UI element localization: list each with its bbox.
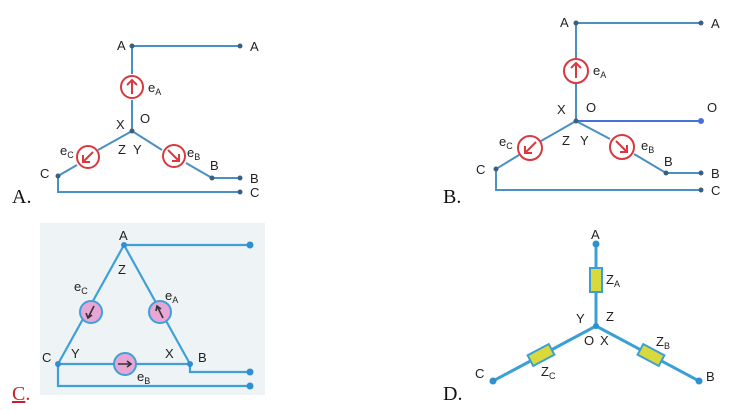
panel-a-emf-a: eA — [148, 80, 161, 97]
panel-d-node-a — [592, 240, 600, 248]
panel-b-label-b: B — [664, 154, 673, 169]
panel-b: A A X O O Z Y C B B C eA eC eB B. — [443, 15, 720, 208]
panel-b-label-a: A — [560, 15, 569, 30]
panel-b-source-b — [609, 134, 635, 160]
panel-a: A A X O Z Y C B B C eA eC eB A. — [12, 38, 259, 208]
panel-b-label-b-end: B — [711, 166, 720, 181]
panel-a-source-a — [120, 75, 144, 99]
option-c-label: C. — [12, 383, 30, 405]
panel-b-label-y: Y — [580, 133, 589, 148]
panel-b-emf-b: eB — [641, 138, 654, 155]
panel-c-node-a-end — [246, 241, 254, 249]
panel-d-node-b — [695, 377, 703, 385]
panel-a-wire-b — [131, 130, 240, 179]
panel-d-label-c: C — [475, 366, 484, 381]
panel-a-label-a: A — [117, 38, 126, 53]
panel-c-source-a — [148, 300, 172, 324]
panel-c-node-b-end — [246, 368, 254, 376]
panel-d-load-c — [526, 342, 556, 368]
panel-a-wire-c — [57, 130, 240, 193]
panel-c-source-c — [79, 300, 103, 324]
panel-d-impedance-c: ZC — [541, 364, 556, 381]
panel-a-label-y: Y — [133, 142, 142, 157]
panel-a-node-b-end — [237, 175, 243, 181]
panel-a-emf-c: eC — [60, 143, 74, 160]
panel-b-node-c — [493, 166, 499, 172]
panel-d-label-o: O — [584, 333, 594, 348]
panel-d-label-b: B — [706, 369, 715, 384]
panel-b-source-c — [517, 135, 543, 161]
panel-b-wire-c — [495, 120, 701, 191]
panel-c-label-c: C — [42, 350, 51, 365]
panel-d-label-x: X — [600, 333, 609, 348]
panel-c-label-y: Y — [71, 346, 80, 361]
panel-a-node-a-end — [237, 43, 243, 49]
panel-b-label-o-end: O — [707, 100, 717, 115]
panel-a-emf-b: eB — [187, 145, 200, 162]
panel-a-source-b — [162, 144, 186, 168]
panel-b-label-c-end: C — [711, 183, 720, 198]
panel-a-label-c: C — [40, 166, 49, 181]
panel-b-node-a-end — [698, 20, 704, 26]
panel-a-node-o — [129, 128, 135, 134]
panel-d: A Y Z O X C B ZA ZC ZB D. — [443, 227, 715, 405]
panel-c-node-b — [187, 361, 193, 367]
panel-b-emf-a: eA — [593, 63, 606, 80]
panel-d-impedance-a: ZA — [606, 272, 620, 289]
option-a-label: A. — [12, 186, 31, 208]
panel-b-source-a — [563, 58, 589, 84]
option-b-label: B. — [443, 186, 461, 208]
panel-c-emf-a: eA — [165, 288, 178, 305]
panel-c-line-c — [56, 364, 250, 388]
panel-a-source-c — [76, 145, 100, 169]
panel-a-label-x: X — [116, 117, 125, 132]
panel-c: A Z C Y X B eC eA eB C. — [12, 223, 265, 405]
panel-b-label-x: X — [557, 102, 566, 117]
panel-c-emf-b: eB — [137, 369, 150, 386]
panel-b-emf-c: eC — [499, 134, 513, 151]
panel-d-label-z: Z — [606, 309, 614, 324]
panel-a-label-o: O — [140, 111, 150, 126]
option-d-label: D. — [443, 383, 462, 405]
panel-a-wire-a — [131, 45, 240, 74]
panel-d-load-b — [636, 342, 666, 368]
panel-b-node-o — [573, 118, 579, 124]
panel-b-node-c-end — [698, 187, 704, 193]
panel-b-label-a-end: A — [711, 16, 720, 31]
panel-c-node-a — [121, 242, 127, 248]
panel-a-label-b-end: B — [250, 171, 259, 186]
panel-a-node-c — [55, 173, 61, 179]
panel-a-label-a-end: A — [250, 39, 259, 54]
panel-b-node-a — [573, 20, 579, 26]
panel-d-load-a — [589, 267, 603, 293]
panel-a-node-b — [209, 175, 215, 181]
panel-b-wire-b — [575, 120, 701, 174]
panel-d-node-c — [489, 377, 497, 385]
panel-a-label-b: B — [210, 158, 219, 173]
panel-a-label-z: Z — [118, 142, 126, 157]
panel-b-label-o: O — [586, 100, 596, 115]
panel-d-label-y: Y — [576, 311, 585, 326]
panel-c-source-b — [113, 352, 137, 376]
panel-c-emf-c: eC — [74, 279, 88, 296]
panel-b-wire-a — [575, 22, 701, 58]
panel-c-node-c — [55, 361, 61, 367]
panel-c-label-x: X — [165, 346, 174, 361]
panel-a-label-c-end: C — [250, 185, 259, 200]
panel-c-node-c-end — [246, 382, 254, 390]
panel-a-node-a — [129, 43, 135, 49]
panel-d-impedance-b: ZB — [656, 334, 670, 351]
panel-a-node-c-end — [237, 189, 243, 195]
panel-b-label-c: C — [476, 162, 485, 177]
panel-b-node-o-end — [698, 118, 704, 124]
panel-b-node-b-end — [698, 170, 704, 176]
panel-c-label-a: A — [119, 228, 128, 243]
panel-c-label-z: Z — [118, 262, 126, 277]
panel-b-label-z: Z — [562, 133, 570, 148]
panel-c-label-b: B — [198, 350, 207, 365]
panel-b-node-b — [663, 170, 669, 176]
panel-d-node-o — [593, 323, 599, 329]
panel-d-label-a: A — [591, 227, 600, 242]
